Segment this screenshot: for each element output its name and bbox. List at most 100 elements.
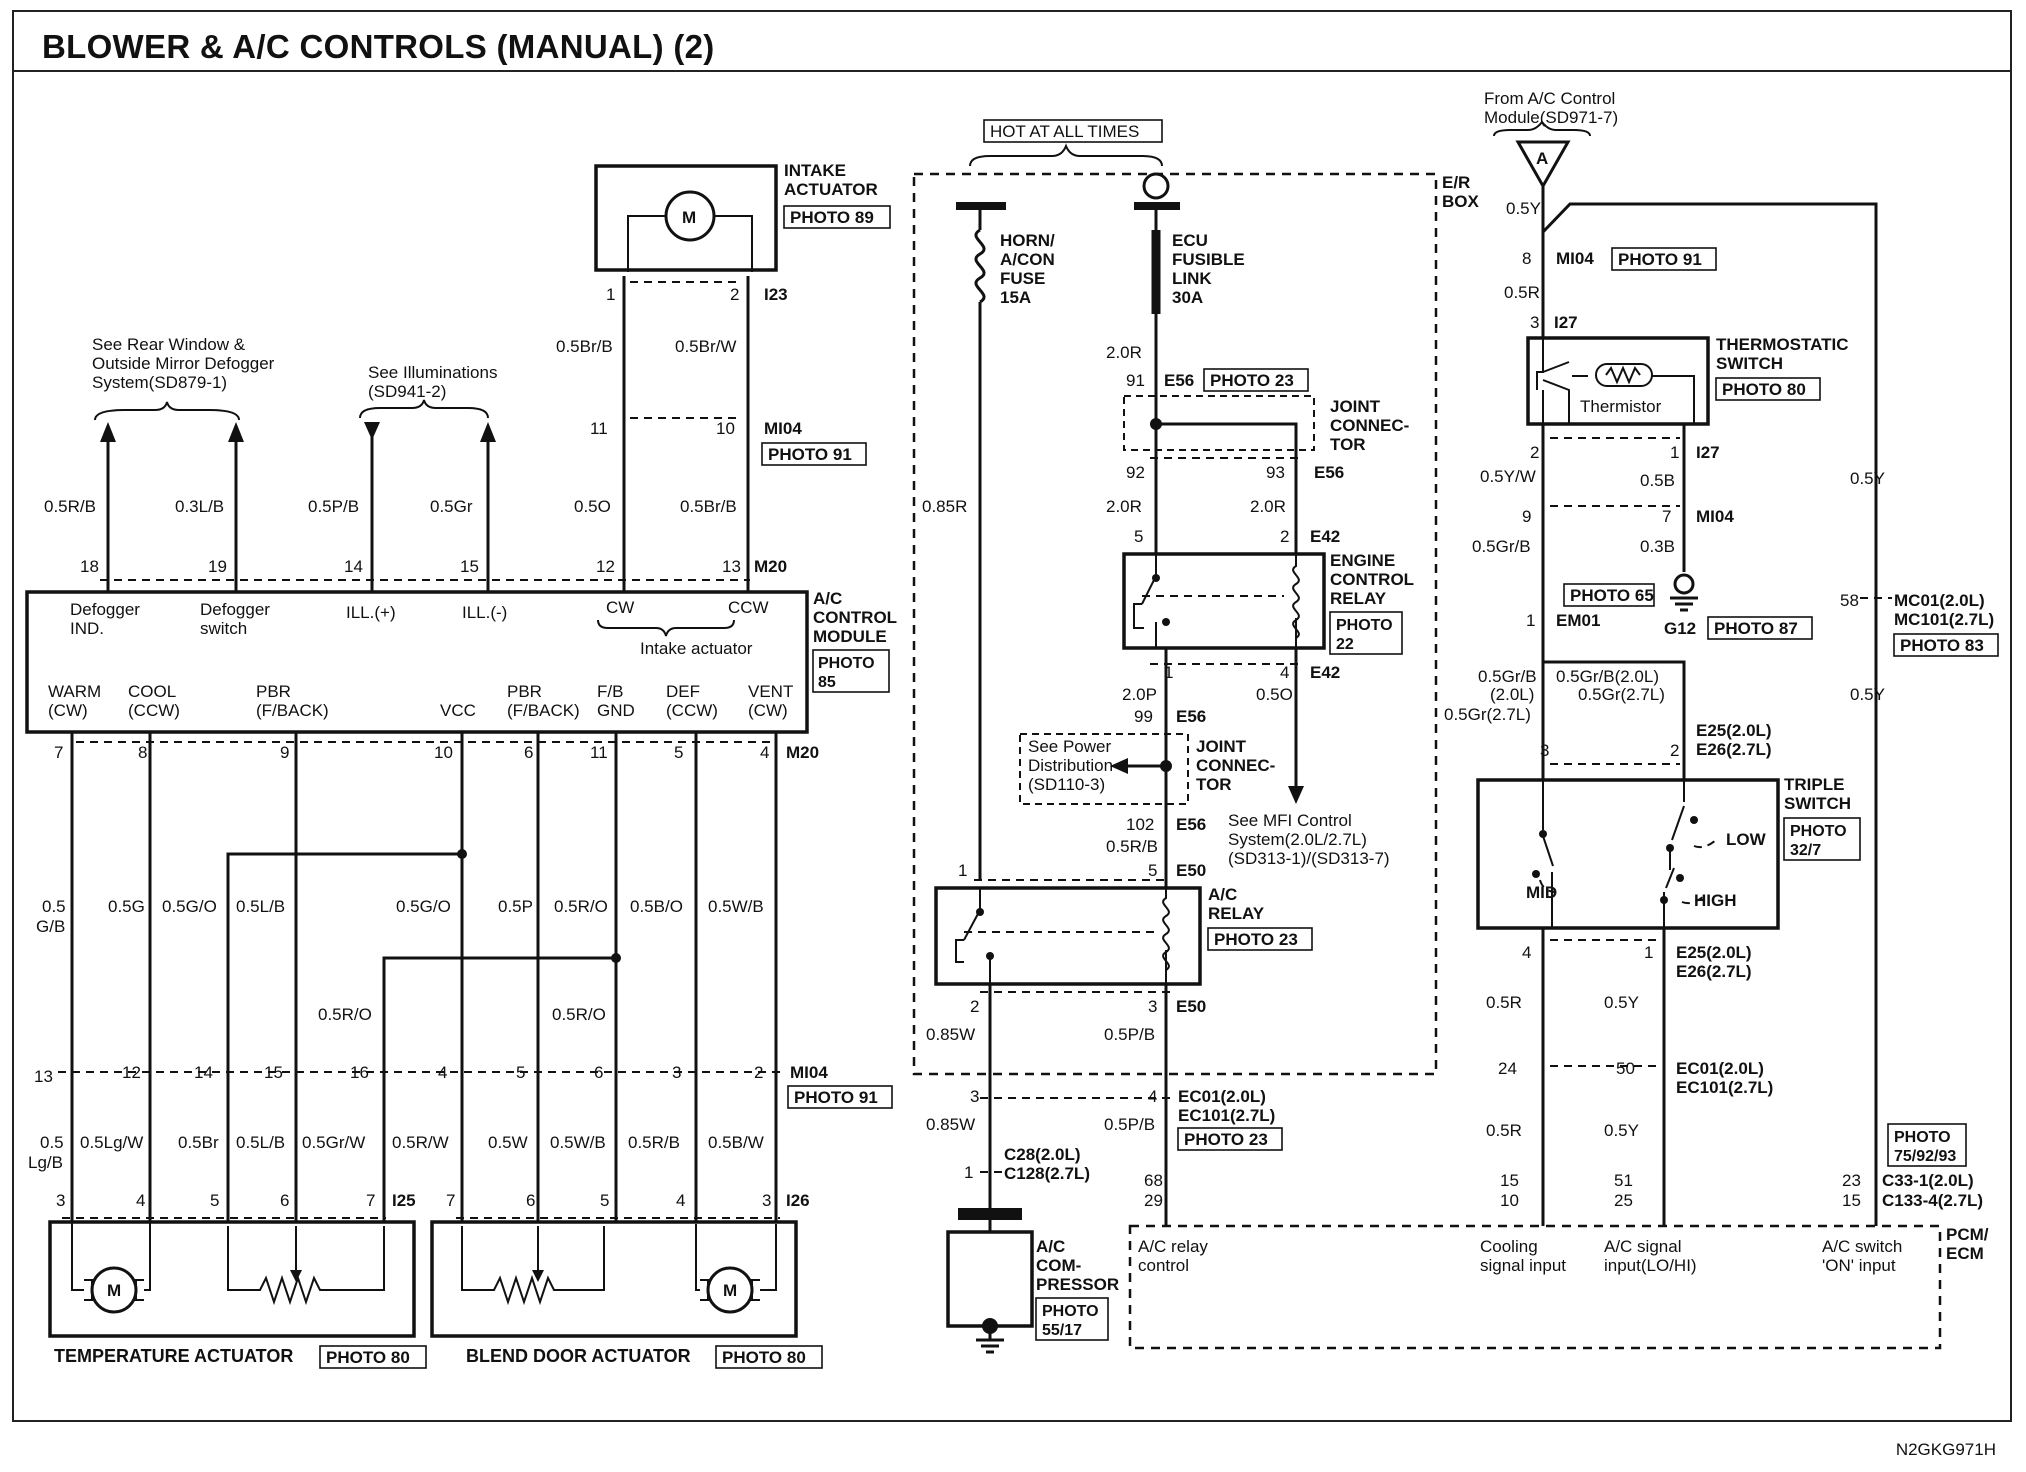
svg-text:PBR: PBR: [507, 682, 542, 701]
svg-text:TOR: TOR: [1330, 435, 1366, 454]
svg-text:10: 10: [716, 419, 735, 438]
svg-text:0.5W/B: 0.5W/B: [550, 1133, 606, 1152]
svg-text:(CCW): (CCW): [666, 701, 718, 720]
pin-4-triple: 4: [1522, 943, 1531, 962]
power-dist-arrow: [1110, 758, 1128, 774]
pin-4-ec01: 4: [1148, 1087, 1157, 1106]
svg-text:(SD941-2): (SD941-2): [368, 382, 446, 401]
drawing-code: N2GKG971H: [1895, 1440, 1996, 1459]
photo-80-b: PHOTO 80: [722, 1348, 806, 1367]
blend-wiper: [532, 1270, 544, 1282]
photo-91-b: PHOTO 91: [794, 1088, 878, 1107]
svg-text:Defogger: Defogger: [200, 600, 270, 619]
photo-89: PHOTO 89: [790, 208, 874, 227]
pin-15-mc01: 58: [1840, 591, 1859, 610]
svg-text:See Illuminations: See Illuminations: [368, 363, 497, 382]
svg-text:From A/C Control: From A/C Control: [1484, 89, 1615, 108]
photo-23-box-c: [1177, 1127, 1283, 1151]
temperature-motor-leads: [71, 1220, 151, 1301]
svg-text:ILL.(+): ILL.(+): [346, 603, 396, 622]
photo-87-box: [1707, 616, 1813, 640]
joint-connector-1-title: JOINT CONNEC- TOR: [1330, 397, 1409, 454]
svg-text:0.5O: 0.5O: [574, 497, 611, 516]
pin-99: 99: [1134, 707, 1153, 726]
photo-80-box-c: [1715, 377, 1821, 401]
svg-text:0.5B/W: 0.5B/W: [708, 1133, 764, 1152]
mfi-arrow: [1288, 786, 1304, 804]
connector-mi04-top: MI04: [764, 419, 802, 438]
svg-text:WARM: WARM: [48, 682, 101, 701]
hot-at-all-times-box: [983, 119, 1163, 143]
svg-text:7: 7: [54, 743, 63, 762]
svg-text:0.5R/B: 0.5R/B: [628, 1133, 680, 1152]
temperature-motor-m: M: [107, 1281, 121, 1300]
svg-text:11: 11: [590, 419, 608, 438]
photo-32-7-label: PHOTO 32/7: [1790, 823, 1847, 859]
wire-0-5pb-b: 0.5P/B: [1104, 1115, 1155, 1134]
pin-5-ecr: 5: [1134, 527, 1143, 546]
svg-text:System(SD879-1): System(SD879-1): [92, 373, 227, 392]
svg-text:0.5: 0.5: [42, 897, 66, 916]
pin-93: 93: [1266, 463, 1285, 482]
lower-wire-labels: 0.5 Lg/B 0.5Lg/W 0.5Br 0.5L/B 0.5Gr/W 0.…: [28, 1133, 764, 1172]
compressor-ground: [976, 1326, 1004, 1354]
svg-text:15: 15: [264, 1063, 283, 1082]
pin-5-acr: 5: [1148, 861, 1157, 880]
ac-relay-box: [934, 886, 1202, 986]
svg-text:signal input: signal input: [1480, 1256, 1566, 1275]
svg-text:13: 13: [722, 557, 741, 576]
wire-0-5y-c: 0.5Y: [1850, 469, 1885, 488]
ac-control-module-box: [25, 590, 809, 734]
wire-0-5o: 0.5O: [1256, 685, 1293, 704]
svg-text:VENT: VENT: [748, 682, 793, 701]
wire-0-5yw: 0.5Y/W: [1480, 467, 1536, 486]
svg-text:2: 2: [754, 1063, 763, 1082]
svg-text:Defogger: Defogger: [70, 600, 140, 619]
svg-text:FUSIBLE: FUSIBLE: [1172, 250, 1245, 269]
blend-motor-m: M: [723, 1281, 737, 1300]
pin-2-ecr: 2: [1280, 527, 1289, 546]
svg-text:PBR: PBR: [256, 682, 291, 701]
svg-text:5: 5: [210, 1191, 219, 1210]
low-dash: [1693, 839, 1717, 849]
connector-e50-b: E50: [1176, 997, 1206, 1016]
mid-label: MID: [1526, 883, 1557, 902]
connector-i23: I23: [764, 285, 788, 304]
svg-text:0.5Gr/B: 0.5Gr/B: [1478, 667, 1537, 686]
compressor-clutch: [958, 1208, 1022, 1220]
connector-e56-c: E56: [1176, 707, 1206, 726]
svg-text:C133-4(2.7L): C133-4(2.7L): [1882, 1191, 1983, 1210]
svg-text:19: 19: [208, 557, 227, 576]
connector-mi04-right-b: MI04: [1696, 507, 1734, 526]
g12-terminal: [1673, 573, 1695, 595]
engine-control-relay-title: ENGINE CONTROL RELAY: [1330, 551, 1414, 608]
svg-text:JOINT: JOINT: [1196, 737, 1247, 756]
svg-text:See Power: See Power: [1028, 737, 1111, 756]
svg-text:PHOTO: PHOTO: [1790, 823, 1847, 840]
svg-text:0.5Gr(2.7L): 0.5Gr(2.7L): [1578, 685, 1665, 704]
svg-text:51: 51: [1614, 1171, 1633, 1190]
pin-3-acr: 3: [1148, 997, 1157, 1016]
svg-text:COM-: COM-: [1036, 1256, 1081, 1275]
connector-m20-bottom: M20: [786, 743, 819, 762]
triple-switch-title: TRIPLE SWITCH: [1784, 775, 1851, 813]
pin-1-triple: 1: [1644, 943, 1653, 962]
connector-i25: I25: [392, 1191, 416, 1210]
svg-text:3: 3: [56, 1191, 65, 1210]
pcm-input-labels: A/C relay control Cooling signal input A…: [1138, 1237, 1902, 1275]
connector-em01: EM01: [1556, 611, 1600, 630]
svg-text:COOL: COOL: [128, 682, 176, 701]
hot-brace: [969, 143, 1163, 167]
svg-text:9: 9: [280, 743, 289, 762]
high-label: HIGH: [1694, 891, 1737, 910]
svg-text:VCC: VCC: [440, 701, 476, 720]
svg-text:18: 18: [80, 557, 99, 576]
svg-text:INTAKE: INTAKE: [784, 161, 846, 180]
pin-1-acr: 1: [958, 861, 967, 880]
intake-brace: [597, 619, 735, 637]
svg-text:3: 3: [672, 1063, 681, 1082]
svg-text:0.5Lg/W: 0.5Lg/W: [80, 1133, 143, 1152]
svg-text:PHOTO: PHOTO: [1894, 1129, 1951, 1146]
photo-85-label: PHOTO 85: [818, 655, 875, 691]
svg-text:PHOTO: PHOTO: [1336, 617, 1393, 634]
